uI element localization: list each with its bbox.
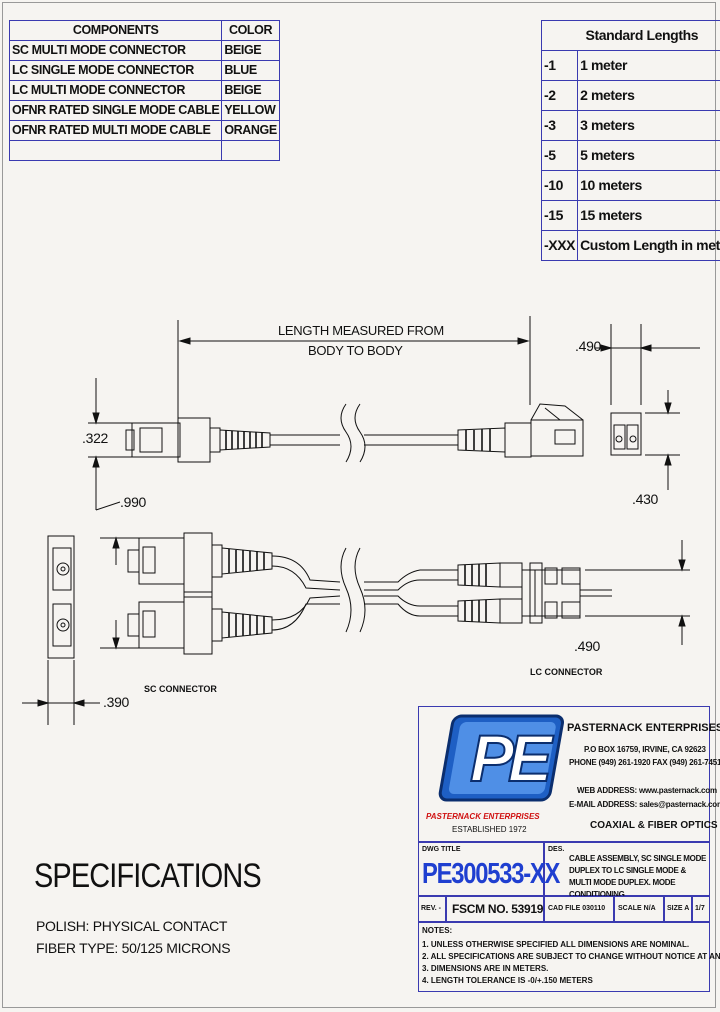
- sheet-number: 1/7: [695, 905, 705, 912]
- notes-heading: NOTES:: [422, 926, 453, 935]
- components-row: [8, 140, 280, 161]
- pe-logo: [438, 714, 564, 802]
- component-name: OFNR RATED MULTI MODE CABLE: [8, 120, 223, 141]
- component-color: YELLOW: [221, 100, 280, 121]
- dim-390: .390: [103, 694, 130, 710]
- dim-430: .430: [632, 491, 659, 507]
- fscm-cell: [446, 896, 544, 922]
- dim-490-bottom: .490: [574, 638, 601, 654]
- length-value: 3 meters: [577, 110, 720, 141]
- note-item: 3. DIMENSIONS ARE IN METERS.: [422, 964, 549, 973]
- note-item: 1. UNLESS OTHERWISE SPECIFIED ALL DIMENS…: [422, 940, 690, 949]
- size-cell: [664, 896, 692, 922]
- web-address: WEB ADDRESS: www.pasternack.com: [577, 786, 717, 795]
- lc-connector-label: LC CONNECTOR: [530, 667, 603, 677]
- sheet-cell: [692, 896, 710, 922]
- dim-322: .322: [82, 430, 109, 446]
- logo-letters: PE: [469, 720, 553, 796]
- rev-cell: [418, 896, 446, 922]
- component-name: LC SINGLE MODE CONNECTOR: [8, 60, 223, 81]
- length-note-line1: LENGTH MEASURED FROM: [278, 323, 444, 338]
- des-label: DES.: [548, 846, 565, 853]
- rev-text: REV. -: [421, 905, 441, 912]
- note-item: 2. ALL SPECIFICATIONS ARE SUBJECT TO CHA…: [422, 952, 720, 961]
- lengths-title-row: Standard Lengths: [541, 20, 720, 51]
- scale-text: SCALE N/A: [618, 905, 656, 912]
- length-suffix: -2: [540, 80, 579, 111]
- dim-990: .990: [120, 494, 147, 510]
- component-color: BLUE: [221, 60, 280, 81]
- standard-lengths-title: Standard Lengths: [541, 20, 720, 51]
- length-suffix: -10: [540, 170, 579, 201]
- length-suffix: -1: [540, 50, 579, 81]
- polish-spec: POLISH: PHYSICAL CONTACT: [36, 918, 228, 934]
- logo-company-name: PASTERNACK ENTERPRISES: [426, 812, 540, 821]
- scale-cell: [614, 896, 664, 922]
- length-value: 2 meters: [577, 80, 720, 111]
- length-value: 10 meters: [577, 170, 720, 201]
- cad-file: CAD FILE 030110: [548, 905, 606, 912]
- length-value: 5 meters: [577, 140, 720, 171]
- description-cell: [544, 842, 710, 896]
- established-text: ESTABLISHED 1972: [452, 825, 527, 834]
- dwg-title-label: DWG TITLE: [422, 846, 461, 853]
- company-address: P.O BOX 16759, IRVINE, CA 92623: [584, 745, 706, 754]
- color-header: COLOR: [221, 20, 280, 41]
- size-text: SIZE A: [667, 905, 690, 912]
- length-note-line2: BODY TO BODY: [308, 343, 403, 358]
- length-suffix: -5: [540, 140, 579, 171]
- drawing-description: CABLE ASSEMBLY, SC SINGLE MODE DUPLEX TO…: [569, 854, 707, 899]
- length-suffix: -15: [540, 200, 579, 231]
- division-name: COAXIAL & FIBER OPTICS: [590, 820, 718, 831]
- component-color: [221, 140, 280, 161]
- dwg-title-cell: [418, 842, 544, 896]
- company-name: PASTERNACK ENTERPRISES, INC.: [567, 722, 720, 734]
- notes-block: [418, 922, 710, 992]
- cad-cell: [544, 896, 614, 922]
- dim-490-top: .490: [575, 338, 602, 354]
- length-value: Custom Length in meters: [577, 230, 720, 261]
- length-suffix: -3: [540, 110, 579, 141]
- sc-connector-label: SC CONNECTOR: [144, 684, 217, 694]
- notes-list: 1. UNLESS OTHERWISE SPECIFIED ALL DIMENS…: [422, 939, 720, 987]
- fscm-number: FSCM NO. 53919: [452, 902, 544, 916]
- length-suffix: -XXX: [540, 230, 579, 261]
- specifications-heading: SPECIFICATIONS: [34, 857, 262, 895]
- email-address: E-MAIL ADDRESS: sales@pasternack.com: [569, 800, 720, 809]
- part-number: PE300533-XX: [422, 858, 560, 890]
- note-item: 4. LENGTH TOLERANCE IS -0/+.150 METERS: [422, 976, 593, 985]
- fiber-type-spec: FIBER TYPE: 50/125 MICRONS: [36, 940, 231, 956]
- components-table: COMPONENTS COLOR SC MULTI MODE CONNECTOR…: [8, 20, 280, 161]
- company-phone: PHONE (949) 261-1920 FAX (949) 261-7451: [569, 758, 720, 767]
- component-color: BEIGE: [221, 80, 280, 101]
- length-value: 1 meter: [577, 50, 720, 81]
- company-block: [418, 706, 710, 842]
